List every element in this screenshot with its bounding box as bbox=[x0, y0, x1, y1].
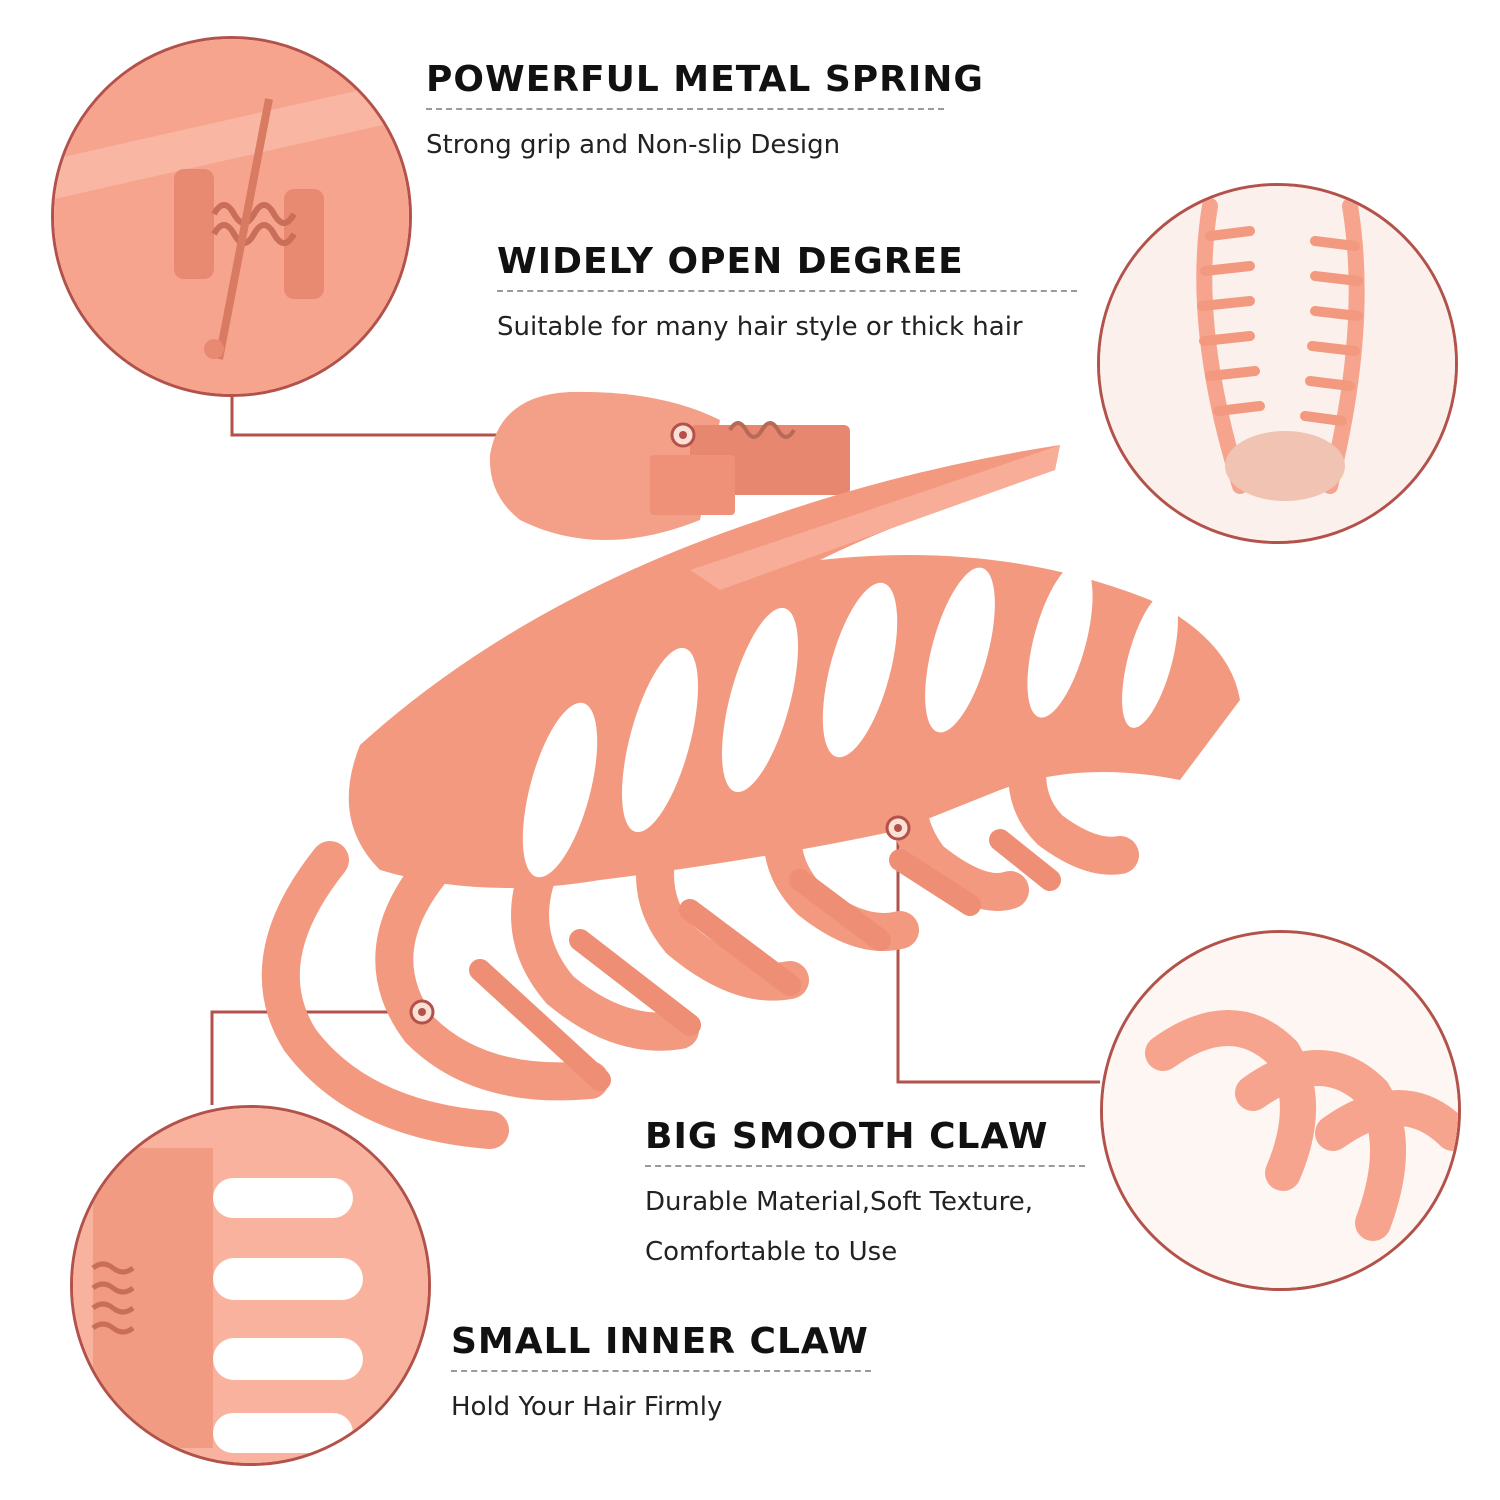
small-inner-claw-closeup bbox=[70, 1105, 431, 1466]
feature-title: POWERFUL METAL SPRING bbox=[426, 59, 984, 100]
feature-big-smooth-claw: BIG SMOOTH CLAW Durable Material,Soft Te… bbox=[645, 1115, 1085, 1277]
dashed-divider bbox=[426, 108, 944, 110]
feature-small-inner-claw: SMALL INNER CLAW Hold Your Hair Firmly bbox=[451, 1320, 871, 1432]
feature-title: SMALL INNER CLAW bbox=[451, 1321, 869, 1362]
feature-powerful-metal-spring: POWERFUL METAL SPRING Strong grip and No… bbox=[426, 58, 984, 170]
feature-widely-open-degree: WIDELY OPEN DEGREE Suitable for many hai… bbox=[497, 240, 1077, 352]
inner-claw-callout-line bbox=[210, 1010, 422, 1105]
feature-description: Durable Material,Soft Texture, Comfortab… bbox=[645, 1177, 1085, 1277]
spring-closeup bbox=[51, 36, 412, 397]
feature-description-line-1: Durable Material,Soft Texture, bbox=[645, 1187, 1034, 1217]
feature-title: BIG SMOOTH CLAW bbox=[645, 1116, 1049, 1157]
dashed-divider bbox=[451, 1370, 871, 1372]
feature-description: Hold Your Hair Firmly bbox=[451, 1392, 723, 1422]
dashed-divider bbox=[497, 290, 1077, 292]
feature-description: Strong grip and Non-slip Design bbox=[426, 130, 841, 160]
feature-description-line-2: Comfortable to Use bbox=[645, 1237, 898, 1267]
big-claw-closeup bbox=[1100, 930, 1461, 1291]
dashed-divider bbox=[645, 1165, 1085, 1167]
feature-description: Suitable for many hair style or thick ha… bbox=[497, 312, 1023, 342]
open-degree-closeup bbox=[1097, 183, 1458, 544]
feature-title: WIDELY OPEN DEGREE bbox=[497, 241, 964, 282]
